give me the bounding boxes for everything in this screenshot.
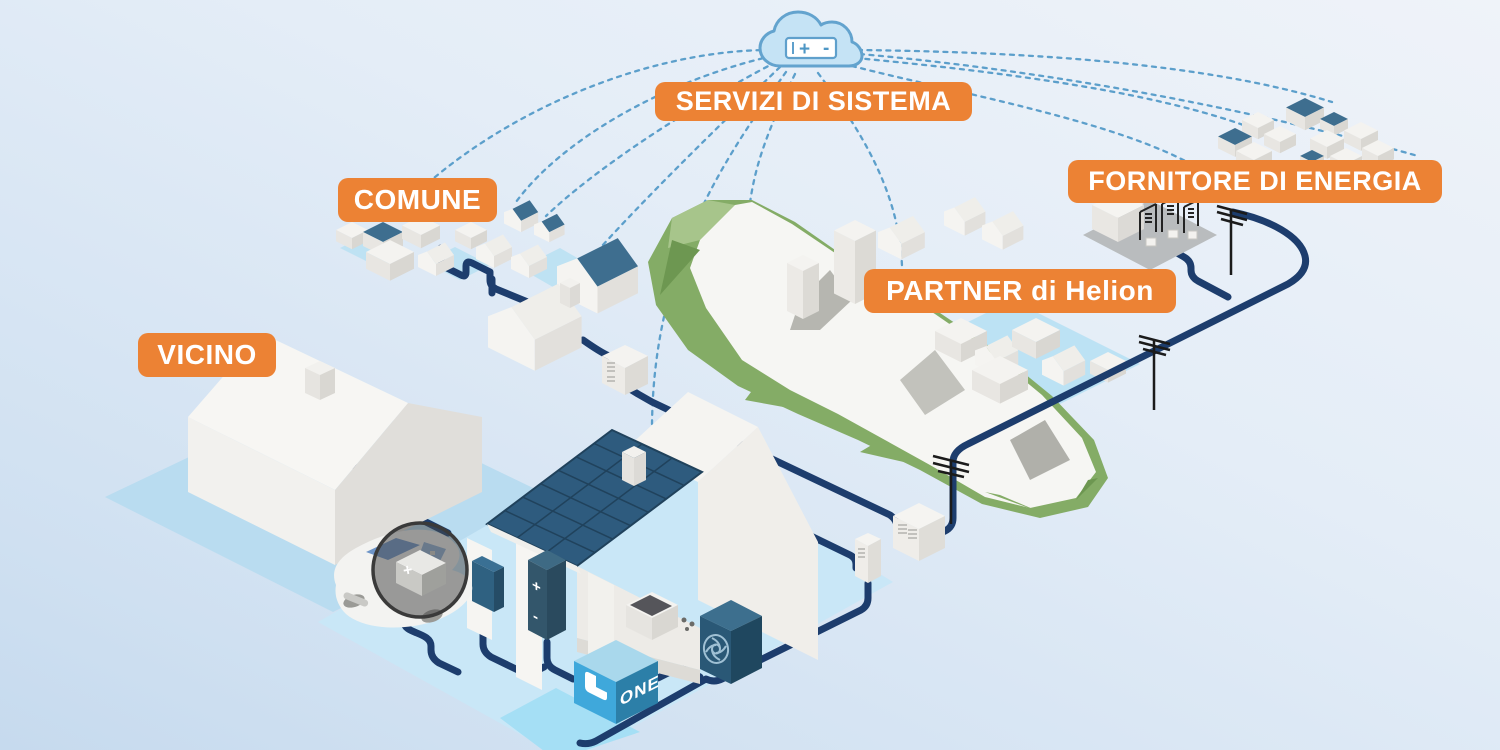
cloud-battery-icon: + - [758,10,864,68]
battery-plus-sign: + [532,577,541,597]
home-battery: + - [528,550,566,640]
power-pole-a [1216,204,1248,275]
power-pole-icons [932,204,1248,524]
car-battery-magnifier: + [371,521,469,619]
chimney [560,278,580,308]
chimney [622,446,646,486]
electric-car: + [334,521,473,628]
district-transformer-box [602,345,648,395]
label-system-services: SERVIZI DI SISTEMA [655,82,972,121]
label-partner: PARTNER di Helion [864,269,1176,313]
battery-plus-sign: + [402,562,414,580]
power-pole-c [932,454,970,524]
transformer-cabinet-small [855,533,881,583]
grid-transformer-station [855,503,945,583]
label-municipality: COMUNE [338,178,497,222]
power-pole-b [1138,334,1171,410]
wallbox-charger [467,538,504,640]
substation [1083,192,1217,270]
heat-pump [700,600,762,684]
battery-minus-sign: - [823,38,829,59]
municipality-buildings [336,200,648,395]
helion-logo-icon [585,671,607,701]
helion-one-cube: ONE [574,640,660,724]
chimney [305,361,335,400]
kitchen-counter [626,592,695,640]
transformer-box-large [893,503,945,561]
label-neighbor: VICINO [138,333,276,377]
battery-minus-sign: - [533,608,538,627]
battery-plus-sign: + [799,39,810,60]
transformer-gate-icons [1139,195,1199,240]
label-energy-supplier: FORNITORE DI ENERGIA [1068,160,1442,203]
heat-pump-fan-icon [702,634,730,664]
